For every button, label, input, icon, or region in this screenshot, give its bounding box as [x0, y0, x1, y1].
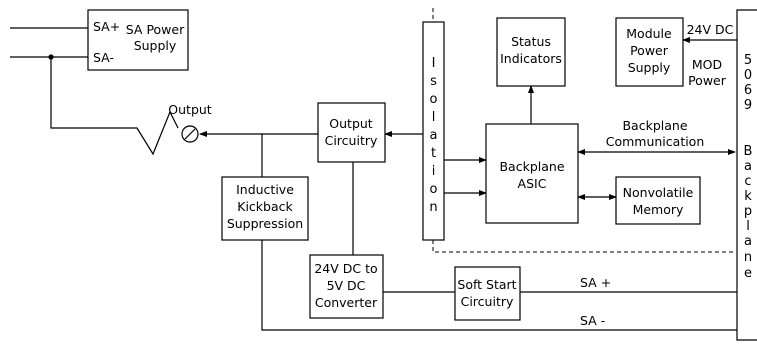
- converter-label-3: Converter: [315, 295, 378, 310]
- inductive-kickback-label-1: Inductive: [236, 182, 294, 197]
- mod-power-label-1: MOD: [692, 57, 722, 72]
- backplane-letter: 6: [744, 83, 752, 98]
- module-power-supply-label-1: Module: [626, 26, 672, 41]
- backplane-letter: n: [744, 250, 752, 265]
- backplane-asic-label-2: ASIC: [518, 176, 547, 191]
- output-label: Output: [168, 102, 212, 117]
- soft-start-label-2: Circuitry: [461, 294, 514, 309]
- backplane-letter: 5: [744, 53, 752, 68]
- isolation-letter: o: [430, 182, 438, 197]
- module-power-supply-label-3: Supply: [628, 60, 671, 75]
- converter-label-1: 24V DC to: [314, 261, 377, 276]
- soft-start-label-1: Soft Start: [457, 277, 516, 292]
- backplane-letter: B: [744, 144, 753, 159]
- isolation-letter: s: [430, 74, 437, 89]
- isolation-letter: a: [430, 128, 438, 143]
- inductive-kickback-label-2: Kickback: [237, 199, 293, 214]
- sa-minus-bus-label: SA -: [580, 313, 605, 328]
- sa-power-supply-label-2: Supply: [134, 38, 177, 53]
- status-indicators-block: Status Indicators: [496, 17, 566, 87]
- sa-power-supply-label-1: SA Power: [126, 22, 185, 37]
- sa-plus-bus-label: SA +: [580, 275, 611, 290]
- sa-minus-label: SA-: [93, 50, 114, 65]
- nonvolatile-memory-block: Nonvolatile Memory: [615, 176, 701, 225]
- backplane-asic-label-1: Backplane: [499, 159, 564, 174]
- backplane-comm-label-1: Backplane: [622, 118, 687, 133]
- isolation-boundary-bottom: [432, 240, 735, 253]
- module-power-supply-block: Module Power Supply: [615, 17, 684, 87]
- module-power-supply-label-2: Power: [630, 43, 669, 58]
- isolation-letter: n: [429, 200, 437, 215]
- backplane-letter: l: [746, 219, 750, 234]
- backplane-letter: a: [744, 234, 752, 249]
- output-circuitry-label-2: Circuitry: [325, 133, 378, 148]
- inductive-kickback-block: Inductive Kickback Suppression: [221, 176, 309, 241]
- sa-minus-bus-wire: [261, 240, 737, 331]
- backplane-letter: c: [744, 174, 751, 189]
- load-wire: [50, 57, 179, 156]
- inductive-kickback-label-3: Suppression: [227, 216, 303, 231]
- nonvolatile-memory-label-1: Nonvolatile: [623, 185, 694, 200]
- isolation-letter: I: [432, 56, 436, 71]
- output-circuitry-block: Output Circuitry: [317, 102, 386, 163]
- soft-start-block: Soft Start Circuitry: [454, 266, 521, 321]
- isolation-letter: l: [432, 110, 436, 125]
- backplane-letter: e: [744, 266, 752, 281]
- backplane-letter: 9: [744, 98, 752, 113]
- backplane-letter: p: [744, 204, 752, 219]
- sa-plus-label: SA+: [93, 19, 120, 34]
- isolation-letter: t: [431, 146, 436, 161]
- status-indicators-label-2: Indicators: [500, 51, 562, 66]
- converter-block: 24V DC to 5V DC Converter: [309, 254, 384, 319]
- backplane-letter: a: [744, 159, 752, 174]
- mod-power-label-2: Power: [688, 73, 727, 88]
- converter-label-2: 5V DC: [327, 278, 366, 293]
- isolation-block: I s o l a t i o n: [422, 21, 445, 241]
- nonvolatile-memory-label-2: Memory: [633, 202, 684, 217]
- backplane-comm-label-2: Communication: [606, 134, 705, 149]
- status-indicators-label-1: Status: [511, 34, 551, 49]
- backplane-letter: k: [744, 189, 752, 204]
- sa-power-supply-block: SA+ SA- SA Power Supply: [87, 9, 189, 71]
- backplane-letter: 0: [744, 68, 752, 83]
- output-terminal-slash: [184, 128, 196, 140]
- isolation-letter: i: [432, 164, 436, 179]
- supply-24v-label: 24V DC: [687, 22, 734, 37]
- isolation-letter: o: [430, 92, 438, 107]
- backplane-asic-block: Backplane ASIC: [485, 123, 579, 224]
- output-circuitry-label-1: Output: [329, 116, 373, 131]
- backplane-5069-block: 5 0 6 9 B a c k p l a n e: [736, 9, 757, 341]
